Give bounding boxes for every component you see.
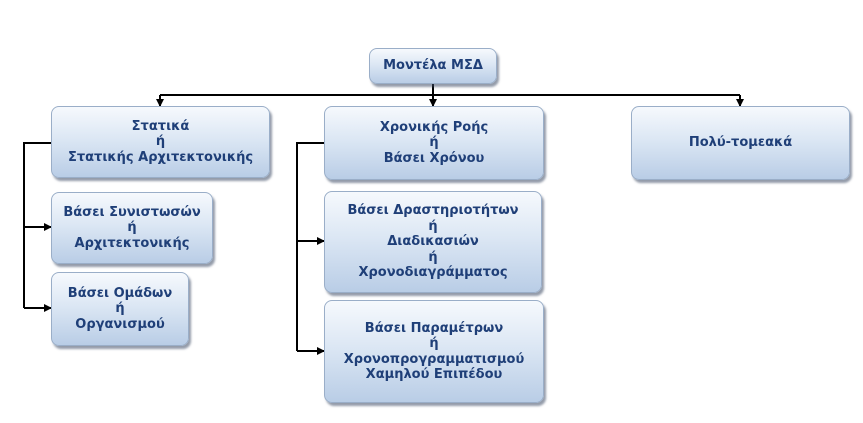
static-line-2: ή [155,134,166,150]
root-line-1: Μοντέλα ΜΣΔ [383,58,483,74]
root-node[interactable]: Μοντέλα ΜΣΔ [369,48,497,84]
temporal-line-2: ή [429,135,439,151]
static-components-line-1: Βάσει Συνιστωσών [63,204,201,220]
static-groups-line-1: Βάσει Ομάδων [67,285,173,301]
temporal-activities-line-1: Βάσει Δραστηριοτήτων [347,203,519,219]
static-groups-line-2: ή [115,301,125,317]
temporal-parameters-line-2: ή [429,336,439,351]
multi-sector-node[interactable]: Πολύ-τομεακά [631,106,850,180]
temporal-activities-line-2: ή [428,218,438,234]
temporal-parameters-line-4: Χαμηλού Επιπέδου [365,367,503,382]
temporal-activities-line-3: Διαδικασιών [387,234,479,250]
temporal-line-3: Βάσει Χρόνου [383,150,485,166]
temporal-activities-line-5: Χρονοδιαγράμματος [358,265,508,281]
static-components-line-2: ή [127,220,137,236]
temporal-line-1: Χρονικής Ροής [379,119,489,135]
temporal-branch-spine [296,142,325,351]
multi-sector-line-1: Πολύ-τομεακά [688,135,793,151]
temporal-parameters-line-1: Βάσει Παραμέτρων [364,320,504,336]
static-components-line-3: Αρχιτεκτονικής [74,235,190,251]
temporal-parameters-line-3: Χρονοπρογραμματισμού [343,351,525,367]
temporal-activities-line-4: ή [428,249,438,265]
static-line-1: Στατικά [131,118,190,134]
static-branch-spine [23,142,52,308]
static-line-3: Στατικής Αρχιτεκτονικής [67,149,254,165]
static-groups-line-3: Οργανισμού [75,316,165,332]
